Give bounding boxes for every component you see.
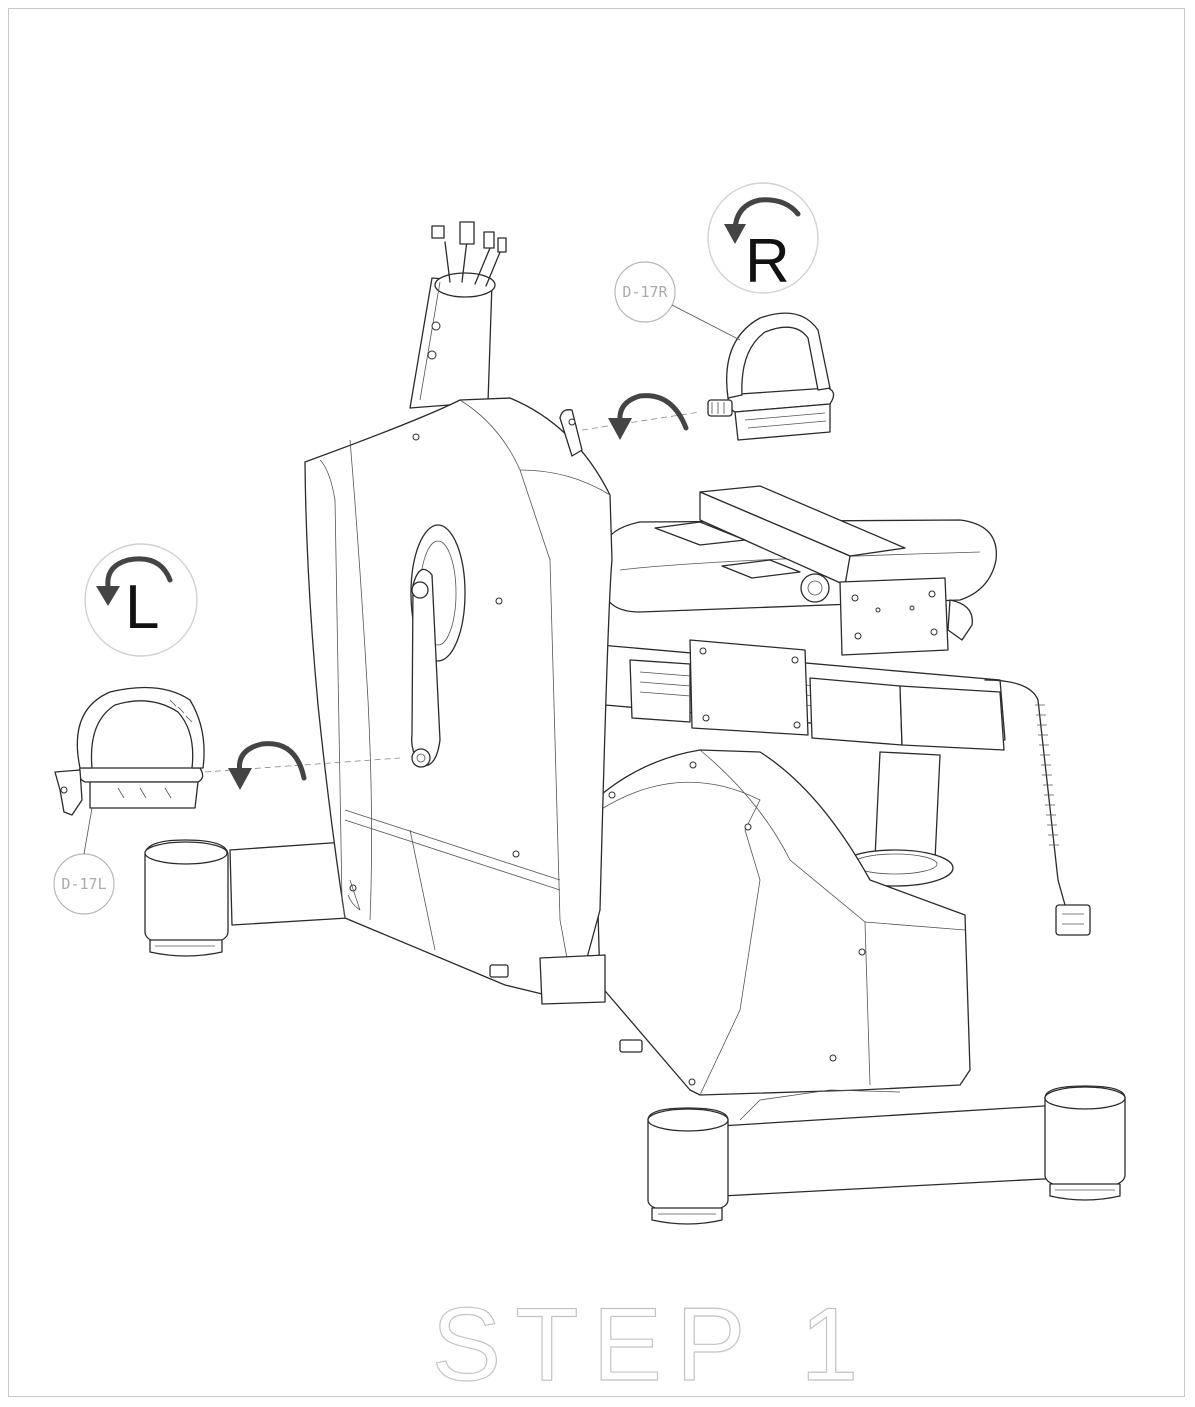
seat-assembly [599,485,1006,887]
left-pedal [54,686,401,816]
base-frame [347,879,606,1005]
page-frame [8,8,1185,1397]
rotation-arrow-left-pedal [228,741,307,790]
right-pedal [559,312,835,457]
step-title: STEP 1 [432,1287,872,1403]
part-number-left-pedal: D-17L [61,875,106,893]
rear-stabilizer [647,1085,1126,1225]
right-side-badge: R [707,182,819,296]
left-side-badge: L [84,543,198,657]
rear-housing [594,749,971,1096]
left-side-label: L [125,573,159,642]
callout-left-pedal: D-17L [53,807,115,915]
callout-right-pedal: D-17R [614,261,741,341]
right-side-label: R [745,227,790,296]
part-number-right-pedal: D-17R [622,283,668,301]
sensor-cable [984,679,1091,936]
front-stabilizer [144,839,349,957]
rotation-arrow-right-pedal [608,393,689,440]
front-shroud [304,221,613,1003]
